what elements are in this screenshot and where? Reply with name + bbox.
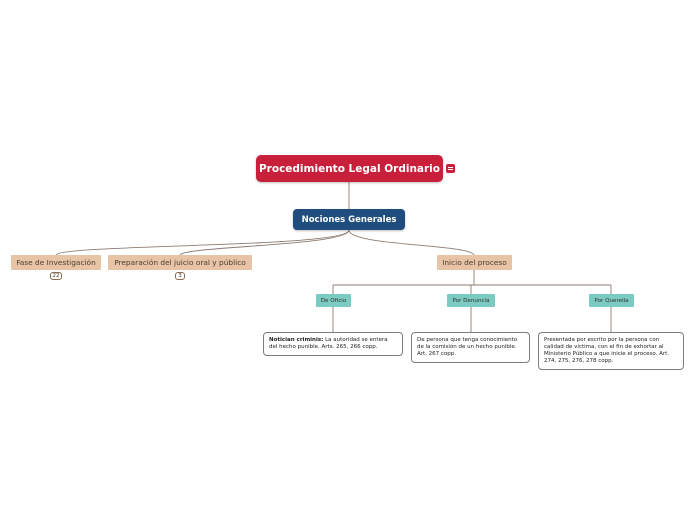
topic-fase-investigacion[interactable]: Fase de Investigación [11, 255, 101, 270]
leaf-bold-term: Notician criminis: [269, 337, 324, 343]
leaf-de-oficio[interactable]: Notician criminis: La autoridad se enter… [263, 332, 403, 356]
root-node-label: Procedimiento Legal Ordinario [258, 162, 440, 175]
collapsed-count-badge[interactable]: 3 [175, 272, 185, 280]
badge-count: 3 [178, 273, 182, 279]
subtopic-por-denuncia[interactable]: Por Denuncia [447, 294, 495, 307]
subtopic-label: Por Querella [594, 297, 629, 304]
leaf-text: De persona que tenga conocimiento de la … [417, 337, 518, 357]
nociones-generales-node[interactable]: Nociones Generales [293, 209, 405, 230]
connector-main-fase [55, 229, 350, 256]
badge-count: 22 [52, 273, 60, 279]
topic-label: Preparación del juicio oral y público [114, 258, 246, 267]
topic-label: Inicio del proceso [442, 258, 507, 267]
subtopic-por-querella[interactable]: Por Querella [589, 294, 634, 307]
connector-main-inicio [348, 229, 475, 256]
subtopic-label: De Oficio [320, 297, 347, 304]
connector-main-preparacion [179, 229, 350, 256]
leaf-text: La autoridad se entera del hecho punible… [269, 337, 388, 350]
subtopic-de-oficio[interactable]: De Oficio [316, 294, 351, 307]
leaf-por-querella[interactable]: Presentada por escrito por la persona co… [538, 332, 684, 370]
leaf-por-denuncia[interactable]: De persona que tenga conocimiento de la … [411, 332, 530, 363]
topic-inicio-proceso[interactable]: Inicio del proceso [437, 255, 512, 270]
note-icon[interactable] [446, 164, 455, 173]
subtopic-label: Por Denuncia [452, 297, 490, 304]
leaf-text: Presentada por escrito por la persona co… [544, 337, 670, 364]
root-node[interactable]: Procedimiento Legal Ordinario [256, 155, 443, 182]
topic-preparacion-juicio[interactable]: Preparación del juicio oral y público [108, 255, 252, 270]
collapsed-count-badge[interactable]: 22 [50, 272, 62, 280]
topic-label: Fase de Investigación [16, 258, 96, 267]
nociones-generales-label: Nociones Generales [301, 214, 397, 225]
